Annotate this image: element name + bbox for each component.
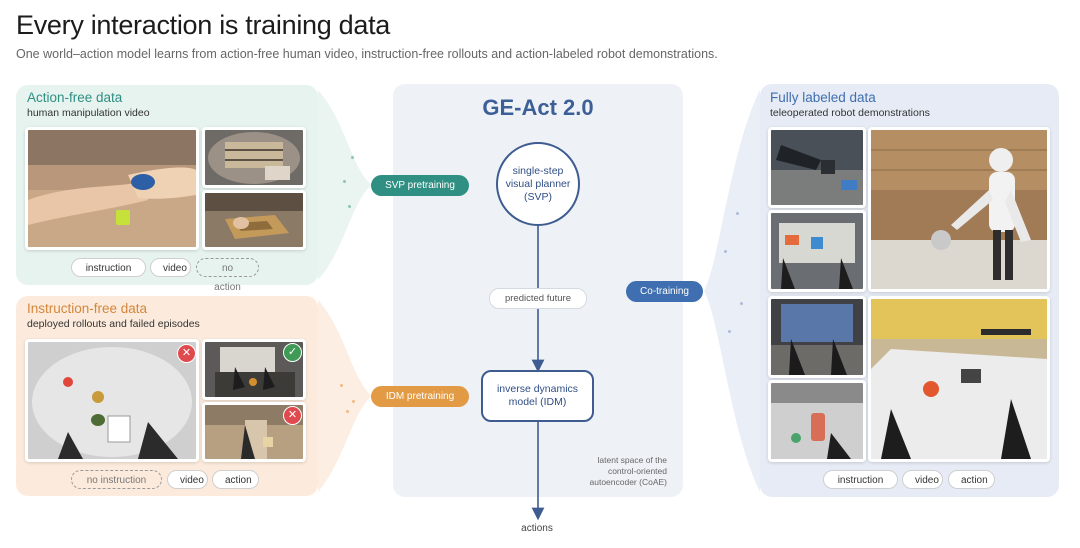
humanoid-robot-image: [868, 127, 1050, 292]
decor-dot: [346, 410, 349, 413]
tag-video: video: [167, 470, 208, 489]
decor-dot: [340, 384, 343, 387]
tag-instruction: instruction: [71, 258, 146, 277]
co-training-label: Co-training: [626, 281, 703, 302]
action-free-title: Action-free data: [27, 90, 123, 105]
tag-action: action: [212, 470, 259, 489]
table-manipulation-image: [868, 296, 1050, 462]
actions-output-label: actions: [521, 523, 553, 534]
idm-line-2: model (IDM): [508, 396, 567, 408]
idm-pretraining-label: IDM pretraining: [371, 386, 469, 407]
model-title: GE-Act 2.0: [482, 95, 594, 120]
decor-dot: [736, 212, 739, 215]
svp-node: single-step visual planner (SVP): [496, 142, 580, 226]
dual-arm-workbench-image: [768, 210, 866, 292]
svp-line-2: visual planner: [505, 177, 571, 190]
decor-dot: [728, 330, 731, 333]
cup-table-image: [768, 380, 866, 462]
tag-no-instruction: no instruction: [71, 470, 162, 489]
tag-video: video: [150, 258, 191, 277]
tag-action: action: [948, 470, 995, 489]
fully-labeled-subtitle: teleoperated robot demonstrations: [770, 107, 930, 119]
page-title: Every interaction is training data: [16, 10, 390, 40]
tag-instruction: instruction: [823, 470, 898, 489]
instruction-free-title: Instruction-free data: [27, 301, 148, 316]
decor-dot: [724, 250, 727, 253]
latent-space-note: latent space of the control-oriented aut…: [560, 455, 668, 488]
decor-dot: [343, 180, 346, 183]
successful-rollout-image: [202, 339, 306, 400]
fail-icon: ✕: [283, 406, 302, 425]
svp-line-3: (SVP): [523, 190, 552, 203]
latent-line-3: autoencoder (CoAE): [589, 477, 668, 487]
success-icon: ✓: [283, 343, 302, 362]
instruction-free-subtitle: deployed rollouts and failed episodes: [27, 318, 200, 330]
kitchen-egocentric-image: [202, 127, 306, 188]
latent-line-2: control-oriented: [607, 466, 667, 476]
page-subtitle: One world–action model learns from actio…: [16, 47, 718, 61]
decor-dot: [740, 302, 743, 305]
decor-dot: [351, 156, 354, 159]
idm-line-1: inverse dynamics: [496, 383, 579, 395]
human-hands-video-image: [25, 127, 199, 250]
action-free-subtitle: human manipulation video: [27, 107, 150, 119]
decor-dot: [352, 400, 355, 403]
monitor-workstation-image: [768, 296, 866, 378]
robot-arm-desk-image: [768, 127, 866, 208]
predicted-future-label: predicted future: [489, 288, 587, 309]
tag-no-action: no action: [196, 258, 259, 293]
box-handling-image: [202, 190, 306, 250]
fail-icon: ✕: [177, 344, 196, 363]
latent-line-1: latent space of the: [597, 455, 667, 465]
decor-dot: [348, 205, 351, 208]
tag-video: video: [902, 470, 943, 489]
svp-pretraining-label: SVP pretraining: [371, 175, 469, 196]
fully-labeled-title: Fully labeled data: [770, 90, 876, 105]
svp-line-1: single-step: [512, 164, 564, 177]
failed-rollout-image: [25, 339, 199, 462]
idm-node: inverse dynamics model (IDM): [481, 370, 594, 422]
